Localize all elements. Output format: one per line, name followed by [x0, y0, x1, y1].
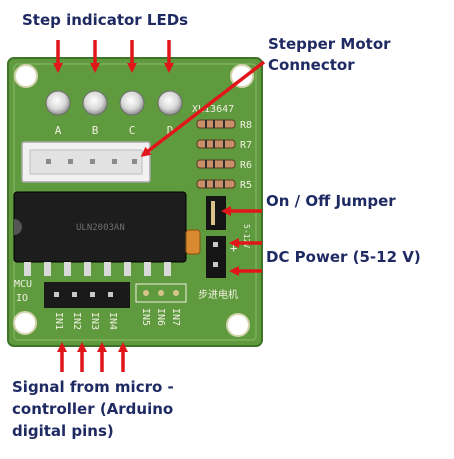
in6-label: IN6	[155, 308, 166, 326]
in3-label: IN3	[89, 312, 100, 330]
resistor-label-r6: R6	[240, 160, 252, 171]
in5-label: IN5	[140, 308, 151, 326]
in4-label: IN4	[107, 312, 118, 330]
stepper-motor-connector	[21, 141, 151, 183]
driver-chip: ULN2003AN	[13, 191, 187, 276]
in7-label: IN7	[170, 308, 181, 326]
label-on-off-jumper: On / Off Jumper	[266, 192, 396, 210]
led-label-d: D	[167, 124, 174, 137]
capacitor	[185, 229, 201, 255]
resistor-label-r5: R5	[240, 180, 252, 191]
led-c	[119, 90, 145, 116]
in2-label: IN2	[71, 312, 82, 330]
label-dc-power: DC Power (5-12 V)	[266, 248, 421, 266]
led-b	[82, 90, 108, 116]
label-signal-line-3: digital pins)	[12, 422, 114, 440]
led-label-b: B	[92, 124, 99, 137]
chinese-label: 步进电机	[198, 288, 238, 301]
chip-marking: ULN2003AN	[76, 223, 125, 233]
led-d	[157, 90, 183, 116]
resistor-label-r7: R7	[240, 140, 252, 151]
label-signal-line-2: controller (Arduino	[12, 400, 174, 418]
io-label: IO	[16, 293, 28, 304]
led-label-a: A	[55, 124, 62, 137]
in1-label: IN1	[53, 312, 64, 330]
step-indicator-leds	[45, 90, 183, 116]
power-header	[206, 236, 226, 278]
power-voltage-label: 5-12V	[242, 224, 251, 248]
label-signal-line-1: Signal from micro -	[12, 378, 174, 396]
resistor-label-r8: R8	[240, 120, 252, 131]
mounting-hole-top-left	[14, 64, 38, 88]
unused-input-pads	[135, 283, 187, 303]
label-motor-line-1: Stepper Motor	[268, 35, 391, 53]
label-stepper-motor-connector: Stepper Motor Connector	[268, 34, 391, 76]
power-plus-label: +	[230, 241, 237, 255]
part-number: XL13647	[192, 104, 234, 115]
input-header	[44, 282, 130, 308]
label-motor-line-2: Connector	[268, 56, 355, 74]
mounting-hole-bottom-right	[226, 313, 250, 337]
mounting-hole-bottom-left	[13, 311, 37, 335]
arrow-motor-connector	[140, 60, 266, 157]
label-signal: Signal from micro - controller (Arduino …	[12, 376, 174, 442]
led-a	[45, 90, 71, 116]
label-step-indicator-leds: Step indicator LEDs	[22, 11, 189, 29]
mcu-label: MCU	[14, 279, 32, 290]
callout-arrows	[53, 40, 266, 372]
led-label-c: C	[129, 124, 136, 137]
on-off-jumper	[206, 196, 226, 230]
resistor-array	[196, 119, 236, 189]
